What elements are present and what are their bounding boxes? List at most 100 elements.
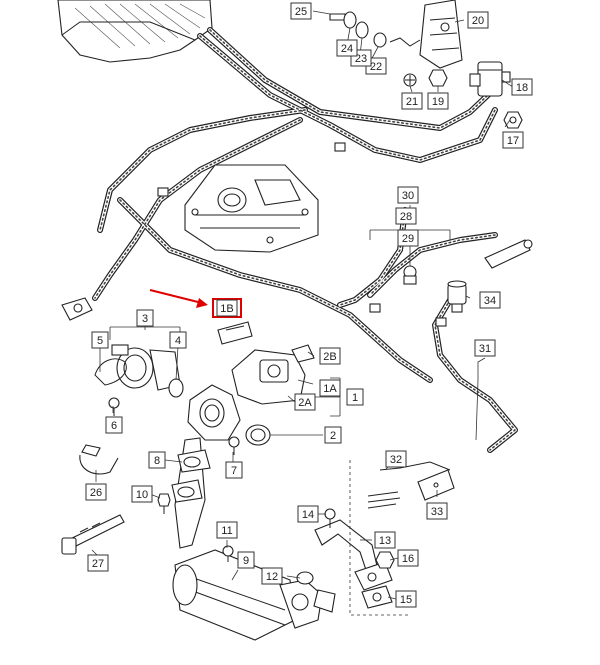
callout-11: 11 (216, 521, 238, 539)
callout-20: 20 (467, 11, 489, 29)
hose-clamp-26 (79, 444, 119, 475)
egr-pipe-13 (314, 519, 393, 591)
callout-text: 15 (400, 594, 412, 606)
callout-labels: 11A1B22A2B345678910111213141516171819202… (85, 2, 533, 608)
intake-manifold (184, 164, 319, 253)
throttle-body-3 (111, 344, 181, 391)
callout-4: 4 (169, 331, 187, 349)
callout-1: 1 (346, 388, 364, 406)
callout-13: 13 (374, 531, 396, 549)
callout-text: 27 (92, 558, 104, 570)
gaskets-22-25 (329, 11, 421, 48)
wire-32 (379, 461, 451, 471)
callout-text: 7 (231, 465, 237, 477)
gasket-12 (296, 571, 314, 585)
bolt-11 (222, 545, 234, 562)
bolt-19 (428, 69, 448, 87)
callout-text: 26 (90, 487, 102, 499)
bracket-33 (417, 469, 455, 501)
hose-clips (157, 142, 447, 327)
nut-17 (503, 111, 523, 129)
callout-text: 13 (379, 535, 391, 547)
callout-text: 23 (355, 53, 367, 65)
nut-16 (375, 551, 395, 569)
callout-3: 3 (136, 309, 154, 327)
flange-hose-end (313, 589, 336, 613)
callout-text: 24 (341, 43, 353, 55)
callout-text: 4 (175, 335, 181, 347)
callout-16: 16 (397, 549, 419, 567)
connector-tee (484, 239, 533, 269)
highlight-arrow (149, 289, 208, 308)
callout-7: 7 (225, 461, 243, 479)
callout-text: 10 (136, 489, 148, 501)
clip-1b (212, 298, 253, 345)
gasket-15 (361, 585, 393, 609)
bolt-14 (324, 508, 336, 528)
callout-9: 9 (237, 551, 255, 569)
callout-text: 33 (431, 506, 443, 518)
callout-text: 2 (330, 430, 336, 442)
callout-text: 20 (472, 15, 484, 27)
callout-text: 14 (302, 509, 314, 521)
callout-10: 10 (131, 485, 153, 503)
callout-text: 28 (400, 211, 412, 223)
callout-5: 5 (91, 331, 109, 349)
callout-12: 12 (261, 567, 283, 585)
callout-text: 17 (507, 135, 519, 147)
callout-14: 14 (297, 505, 319, 523)
egr-valve-1 (231, 344, 315, 405)
callout-text: 8 (154, 455, 160, 467)
gasket-5 (94, 358, 127, 386)
callout-30: 30 (397, 186, 419, 204)
callout-text: 5 (97, 335, 103, 347)
callout-33: 33 (426, 502, 448, 520)
callout-26: 26 (85, 483, 107, 501)
callout-2a: 2A (294, 393, 316, 411)
callout-text: 3 (142, 313, 148, 325)
callout-29: 29 (397, 229, 419, 247)
callout-22: 22 (365, 57, 387, 75)
vacuum-reservoir-34 (447, 280, 467, 313)
screw-21 (403, 73, 417, 87)
bolt-6 (108, 397, 120, 416)
callout-text: 1B (220, 303, 233, 315)
callout-34: 34 (479, 291, 501, 309)
callout-25: 25 (290, 2, 312, 20)
reference-lines (349, 460, 410, 616)
callout-17: 17 (502, 131, 524, 149)
gasket-2 (245, 424, 271, 446)
callout-32: 32 (385, 450, 407, 468)
callout-27: 27 (87, 554, 109, 572)
check-valve-29 (403, 265, 417, 285)
solenoid-valve-18 (469, 61, 511, 97)
callout-text: 6 (111, 420, 117, 432)
callout-text: 21 (406, 96, 418, 108)
callout-text: 34 (484, 295, 496, 307)
callout-28: 28 (395, 207, 417, 225)
bracket-assembly (419, 0, 463, 69)
callout-19: 19 (427, 92, 449, 110)
engine-cover-fragment (57, 0, 213, 63)
callout-text: 31 (479, 343, 491, 355)
callout-21: 21 (401, 92, 423, 110)
callout-18: 18 (511, 78, 533, 96)
egr-flange (187, 384, 241, 441)
callout-text: 19 (432, 96, 444, 108)
bolt-7 (228, 436, 240, 455)
callout-15: 15 (395, 590, 417, 608)
callout-text: 32 (390, 454, 402, 466)
callout-text: 2A (298, 397, 312, 409)
o-ring-4 (168, 378, 184, 398)
callout-text: 30 (402, 190, 414, 202)
callout-text: 29 (402, 233, 414, 245)
callout-text: 18 (516, 82, 528, 94)
callout-6: 6 (105, 416, 123, 434)
callout-1a: 1A (319, 379, 341, 397)
valve-left (61, 297, 93, 321)
callout-1b: 1B (216, 299, 238, 317)
callout-text: 12 (266, 571, 278, 583)
callout-text: 11 (221, 525, 232, 537)
callout-2: 2 (324, 426, 342, 444)
